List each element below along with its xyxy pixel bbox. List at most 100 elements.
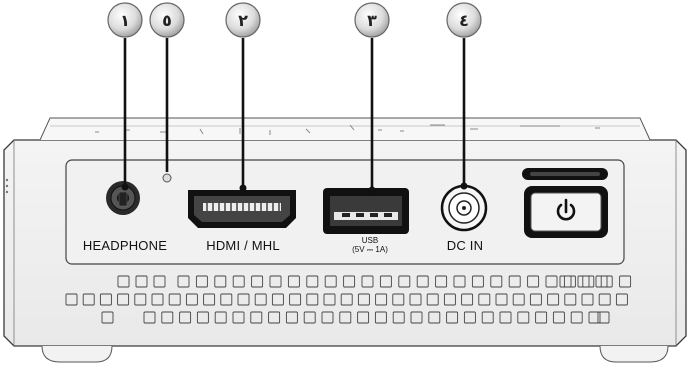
callout-4-label: ٤ xyxy=(459,11,469,30)
usb-port xyxy=(323,188,409,234)
vent-slot xyxy=(101,311,114,324)
hdmi-label: HDMI / MHL xyxy=(206,238,280,253)
vent-slot xyxy=(65,293,78,306)
vent-slot xyxy=(135,275,148,288)
vent-slot xyxy=(306,275,319,288)
vent-slot xyxy=(570,311,583,324)
vent-slot xyxy=(340,293,353,306)
vent-slot xyxy=(214,275,227,288)
vent-slot xyxy=(398,275,411,288)
vent-slot xyxy=(545,275,558,288)
callout-3-label: ٣ xyxy=(367,11,377,30)
callout-5-label: ٥ xyxy=(162,11,172,30)
vent-slot xyxy=(99,293,112,306)
vent-slot xyxy=(535,311,548,324)
vent-slot xyxy=(237,293,250,306)
vent-slot xyxy=(581,293,594,306)
vent-slot xyxy=(143,311,156,324)
vent-slot xyxy=(490,275,503,288)
vent-slot xyxy=(177,275,190,288)
vent-slot xyxy=(269,275,282,288)
dc-in-label: DC IN xyxy=(446,238,484,253)
callout-1-label: ١ xyxy=(120,11,130,30)
headphone-jack xyxy=(106,181,140,215)
vent-slot xyxy=(214,311,227,324)
vent-slot xyxy=(615,293,628,306)
vent-slot xyxy=(598,293,611,306)
vent-slot xyxy=(552,311,565,324)
vent-slot xyxy=(597,311,610,324)
vent-slot xyxy=(410,311,423,324)
vent-slot xyxy=(339,311,352,324)
vent-slot xyxy=(446,311,459,324)
vent-slot xyxy=(357,293,370,306)
vent-slot xyxy=(220,293,233,306)
vent-slot xyxy=(361,275,374,288)
vent-slot xyxy=(453,275,466,288)
callout-leaders xyxy=(123,38,466,190)
callout-1: ١ xyxy=(107,2,143,38)
headphone-label: HEADPHONE xyxy=(82,238,168,253)
vent-slot xyxy=(151,293,164,306)
callout-2-label: ٢ xyxy=(238,11,248,30)
vent-slot xyxy=(232,311,245,324)
vent-slot xyxy=(463,311,476,324)
vent-slot xyxy=(117,275,130,288)
led-indicator xyxy=(162,173,172,183)
usb-label-line2: (5V ⎓ 1A) xyxy=(352,245,388,254)
vent-slot xyxy=(428,311,441,324)
vent-slot xyxy=(271,293,284,306)
vent-slot xyxy=(595,275,608,288)
callout-5: ٥ xyxy=(149,2,185,38)
vent-slot xyxy=(254,293,267,306)
callout-3: ٣ xyxy=(354,2,390,38)
vent-slot xyxy=(161,311,174,324)
vent-slot xyxy=(564,293,577,306)
vent-slot xyxy=(588,311,601,324)
vent-slot xyxy=(250,311,263,324)
vent-slot xyxy=(392,311,405,324)
vent-slot xyxy=(195,275,208,288)
vent-slot xyxy=(426,293,439,306)
vent-slot xyxy=(323,293,336,306)
vent-slot xyxy=(285,311,298,324)
vent-slot xyxy=(287,275,300,288)
vent-slot xyxy=(495,293,508,306)
usb-label-line1: USB xyxy=(361,236,379,245)
vent-slot xyxy=(357,311,370,324)
vent-slot xyxy=(529,293,542,306)
vent-slot xyxy=(117,293,130,306)
vent-slot xyxy=(268,311,281,324)
vent-slot xyxy=(481,311,494,324)
vent-slot xyxy=(443,293,456,306)
vent-slot xyxy=(374,311,387,324)
vent-slot xyxy=(134,293,147,306)
vent-slot xyxy=(153,275,166,288)
callout-2: ٢ xyxy=(225,2,261,38)
vent-slot xyxy=(512,293,525,306)
vent-slot xyxy=(392,293,405,306)
vent-slot xyxy=(168,293,181,306)
vent-slot xyxy=(508,275,521,288)
vent-slot xyxy=(435,275,448,288)
vent-slot xyxy=(251,275,264,288)
vent-slot xyxy=(461,293,474,306)
vent-slot xyxy=(619,275,632,288)
vent-slot xyxy=(232,275,245,288)
vent-slot xyxy=(289,293,302,306)
usb-label: USB (5V ⎓ 1A) xyxy=(352,236,388,254)
vent-slot xyxy=(203,293,216,306)
dc-in-port xyxy=(440,184,488,232)
ventilation-grid xyxy=(65,275,632,324)
vent-slot xyxy=(527,275,540,288)
vent-slot xyxy=(185,293,198,306)
callout-4: ٤ xyxy=(446,2,482,38)
vent-slot xyxy=(577,275,590,288)
power-icon xyxy=(556,198,576,221)
vent-slot xyxy=(471,275,484,288)
vent-slot xyxy=(324,275,337,288)
vent-slot xyxy=(375,293,388,306)
vent-slot xyxy=(321,311,334,324)
vent-slot xyxy=(196,311,209,324)
vent-slot xyxy=(409,293,422,306)
